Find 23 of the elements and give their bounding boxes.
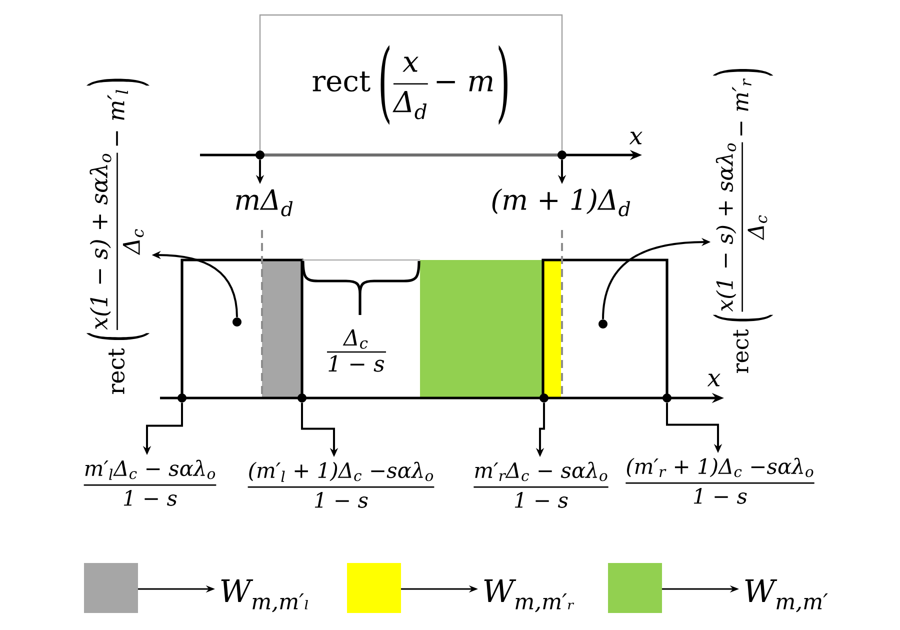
dot xyxy=(232,318,242,326)
dot xyxy=(298,394,306,402)
fraction-label: (m′$_{r}$ + 1)Δ$_{c}$ −sαλ$_{o}$ 1 − s xyxy=(626,458,814,504)
fraction-label: m′$_{r}$Δ$_{c}$ − sαλ$_{o}$ 1 − s xyxy=(474,462,608,508)
dot xyxy=(540,394,548,402)
legend-label: W$_{m,m′}$ xyxy=(745,579,828,612)
axis-label: x xyxy=(629,132,642,144)
dot xyxy=(598,320,608,328)
brace-label: 1 − s xyxy=(328,355,384,372)
dot xyxy=(178,394,186,402)
dot xyxy=(256,150,264,160)
legend-label: W$_{m,m′ᵣ}$ xyxy=(484,579,574,612)
tick-label: mΔ$_{d}$ xyxy=(236,189,293,216)
axis-label: x xyxy=(707,374,720,386)
dot xyxy=(662,394,672,402)
fraction-label: m′$_{l}$Δ$_{c}$ − sαλ$_{o}$ 1 − s xyxy=(84,460,216,506)
dot xyxy=(558,150,566,160)
tick-label: (m + 1)Δ$_{d}$ xyxy=(492,188,630,216)
fraction-label: (m′$_{l}$ + 1)Δ$_{c}$ −sαλ$_{o}$ 1 − s xyxy=(248,462,434,508)
formula-label: rect(x(1 − s) + sαλ$_{o}$ Δ$_{c}$ − m′$_{r}$) xyxy=(712,69,774,373)
brace-label: Δ$_{c}$ xyxy=(342,329,368,349)
legend-label: W$_{m,m′ₗ}$ xyxy=(221,579,308,612)
formula-label: rect(x(1 − s) + sαλ$_{o}$ Δ$_{c}$ − m′$_{l}$) xyxy=(86,78,150,394)
